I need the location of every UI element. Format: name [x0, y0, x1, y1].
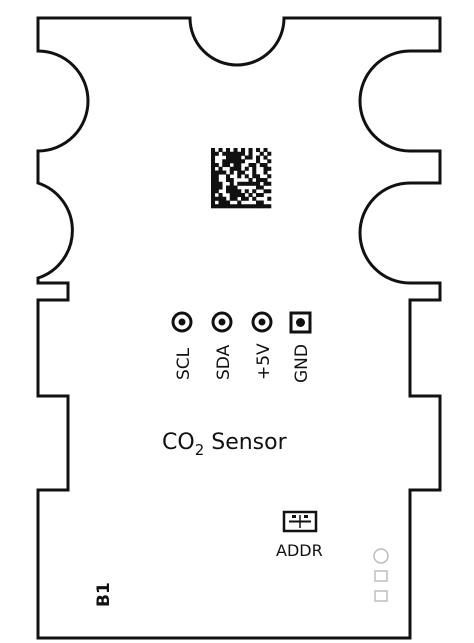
board-title: CO2 Sensor	[162, 430, 288, 459]
pin-label-sda: SDA	[214, 344, 234, 380]
board-id-label: B1	[94, 582, 114, 607]
data-matrix-code-icon	[211, 148, 272, 209]
pin-label-scl: SCL	[174, 347, 194, 380]
pad-gnd	[289, 311, 312, 334]
pin-label-5v: +5V	[254, 343, 274, 380]
title-rest: Sensor	[204, 430, 287, 455]
title-subscript: 2	[195, 441, 205, 459]
addr-jumper-label: ADDR	[276, 541, 323, 560]
title-co: CO	[162, 430, 195, 455]
pad-scl	[171, 311, 193, 333]
alignment-marker-icon	[373, 548, 389, 602]
pin-header	[171, 311, 312, 334]
addr-jumper	[282, 510, 318, 533]
pad-sda	[211, 311, 233, 333]
board-outline	[36, 16, 442, 640]
pad-5v	[251, 311, 273, 333]
pin-label-gnd: GND	[292, 344, 312, 383]
